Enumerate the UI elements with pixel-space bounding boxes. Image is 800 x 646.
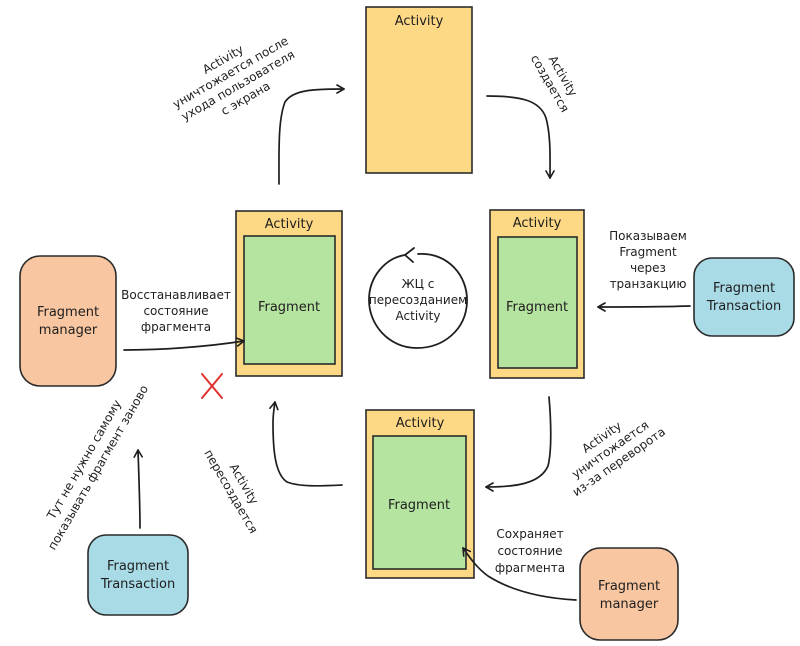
right-fragment <box>497 236 578 369</box>
circle-line-1: ЖЦ с <box>402 277 435 291</box>
right-transaction-line-1: Fragment <box>713 281 775 296</box>
label-destroyed-rotation: Activity уничтожается из-за переворота <box>569 418 668 499</box>
circle-line-3: Activity <box>396 309 441 323</box>
label-no-need-2: показывать фрагмент заново <box>45 383 151 553</box>
label-show-fragment: Показываем Fragment через транзакцию <box>609 229 687 291</box>
label-show-fragment-1: Показываем <box>609 229 687 243</box>
label-save-state-1: Сохраняет <box>496 527 563 541</box>
left-manager-line-2: manager <box>39 323 98 338</box>
bottom-fragment <box>372 435 467 570</box>
label-restore-state-3: фрагмента <box>141 320 211 334</box>
right-transaction-line-2: Transaction <box>706 299 781 314</box>
arrow-manager-to-left-activity <box>123 337 245 351</box>
left-activity: Activity Fragment <box>235 210 343 377</box>
arrow-bottom-to-left <box>269 401 343 487</box>
left-fragment-label: Fragment <box>258 300 320 315</box>
bottom-manager-line-1: Fragment <box>598 579 660 594</box>
label-save-state: Сохраняет состояние фрагмента <box>495 527 565 575</box>
label-show-fragment-2: Fragment <box>619 245 677 259</box>
bottom-fragment-label: Fragment <box>388 498 450 513</box>
label-restore-state-2: состояние <box>143 304 208 318</box>
arrow-transaction-up-blocked <box>133 449 144 529</box>
arrow-manager-to-bottom-fragment <box>462 547 577 601</box>
bottom-activity-title: Activity <box>396 416 445 431</box>
left-manager-line-1: Fragment <box>37 305 99 320</box>
arrow-left-to-top <box>278 84 345 185</box>
left-fragment-manager: Fragment manager <box>19 255 117 387</box>
label-destroyed-user-left: Activity уничтожается после ухода пользо… <box>170 34 297 124</box>
arrow-transaction-to-right-activity <box>597 302 691 312</box>
blocked-cross-icon <box>201 373 223 399</box>
arrow-right-to-bottom <box>485 396 552 492</box>
top-activity-title: Activity <box>395 14 444 29</box>
right-fragment-transaction: Fragment Transaction <box>693 257 795 337</box>
label-restore-state: Восстанавливает состояние фрагмента <box>121 288 231 334</box>
top-activity: Activity <box>365 6 473 174</box>
left-fragment <box>243 235 336 365</box>
circle-arrow-icon <box>404 247 415 263</box>
bottom-transaction-line-2: Transaction <box>100 577 175 592</box>
label-restore-state-1: Восстанавливает <box>121 288 231 302</box>
bottom-manager-line-2: manager <box>600 597 659 612</box>
bottom-fragment-manager: Fragment manager <box>579 547 679 641</box>
arrow-top-to-right <box>486 95 555 179</box>
right-fragment-label: Fragment <box>506 300 568 315</box>
label-save-state-2: состояние <box>497 544 562 558</box>
circle-line-2: пересозданием <box>369 293 467 307</box>
label-show-fragment-4: транзакцию <box>610 277 687 291</box>
bottom-activity: Activity Fragment <box>365 409 475 579</box>
left-activity-title: Activity <box>265 217 314 232</box>
label-save-state-3: фрагмента <box>495 561 565 575</box>
right-activity-title: Activity <box>513 216 562 231</box>
right-activity: Activity Fragment <box>489 209 585 379</box>
label-recreated: Activity пересоздается <box>201 447 261 536</box>
bottom-left-fragment-transaction: Fragment Transaction <box>87 534 189 616</box>
label-show-fragment-3: через <box>630 261 666 275</box>
bottom-transaction-line-1: Fragment <box>107 559 169 574</box>
label-no-need: Тут не нужно самому показывать фрагмент … <box>44 383 151 553</box>
center-lifecycle-circle: ЖЦ с пересозданием Activity <box>368 247 468 349</box>
